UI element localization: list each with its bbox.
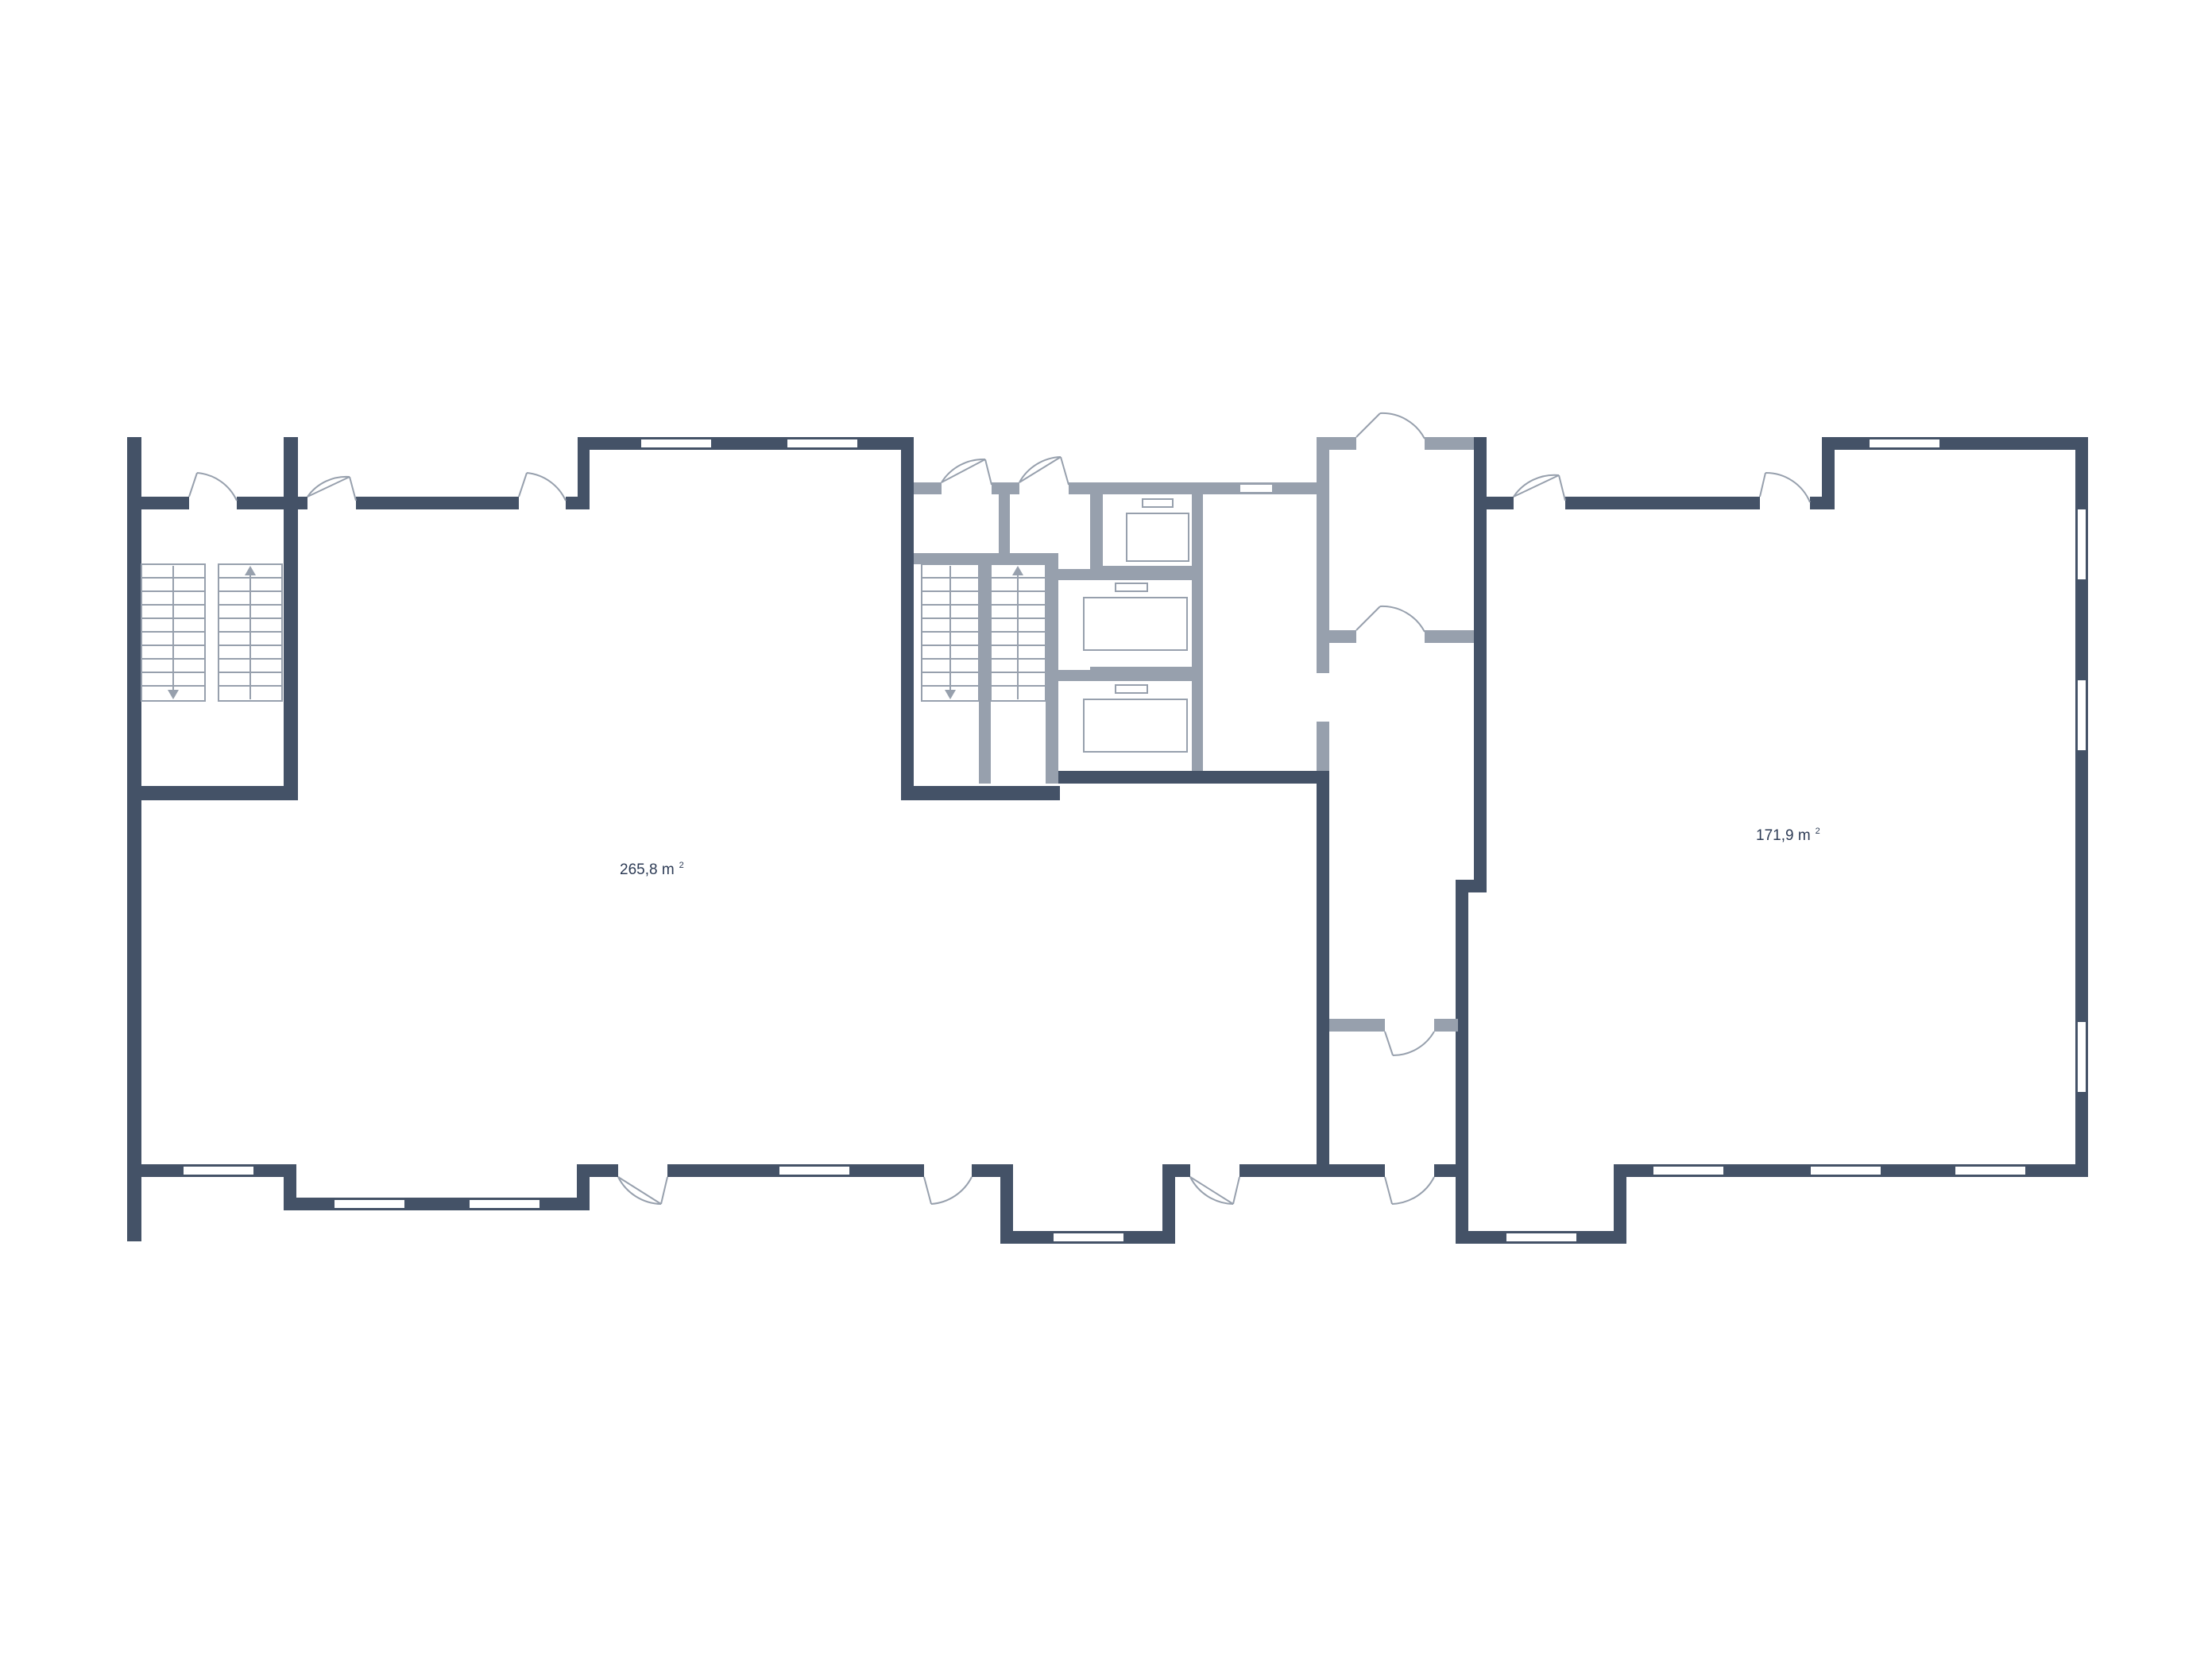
door-icon bbox=[307, 475, 357, 501]
elevator-icon bbox=[1126, 498, 1203, 562]
elevator-icon bbox=[1083, 583, 1203, 651]
stair-icon bbox=[141, 563, 283, 702]
door-icon bbox=[1189, 1176, 1240, 1205]
door-icon bbox=[1384, 1031, 1435, 1057]
interior-walls bbox=[914, 437, 1474, 1032]
door-icon bbox=[188, 472, 238, 501]
doors bbox=[188, 412, 1811, 1205]
window-icon bbox=[1954, 1165, 2027, 1176]
window-icon bbox=[778, 1165, 851, 1176]
windows bbox=[182, 438, 2087, 1243]
elevator-icon bbox=[1083, 684, 1203, 753]
window-icon bbox=[640, 438, 713, 449]
door-icon bbox=[518, 472, 567, 501]
door-icon bbox=[941, 458, 992, 486]
exterior-walls bbox=[127, 437, 2088, 1244]
window-icon bbox=[468, 1198, 541, 1210]
door-icon bbox=[617, 1176, 668, 1205]
window-icon bbox=[1652, 1165, 1725, 1176]
window-icon bbox=[1868, 438, 1941, 449]
window-icon bbox=[333, 1198, 406, 1210]
window-icon bbox=[1052, 1232, 1125, 1243]
window-icon bbox=[786, 438, 859, 449]
window-icon bbox=[2076, 508, 2087, 581]
door-icon bbox=[1384, 1176, 1435, 1205]
door-icon bbox=[1513, 474, 1566, 501]
window-icon bbox=[1505, 1232, 1578, 1243]
door-icon bbox=[1019, 456, 1069, 486]
window-icon bbox=[2076, 679, 2087, 752]
stair-icon bbox=[921, 563, 1046, 702]
window-icon bbox=[182, 1165, 255, 1176]
window-icon bbox=[1239, 483, 1274, 494]
window-icon bbox=[1809, 1165, 1882, 1176]
window-icon bbox=[2076, 1020, 2087, 1094]
door-icon bbox=[1759, 471, 1811, 503]
door-icon bbox=[1355, 605, 1425, 633]
door-icon bbox=[923, 1176, 973, 1205]
door-icon bbox=[1355, 412, 1425, 439]
